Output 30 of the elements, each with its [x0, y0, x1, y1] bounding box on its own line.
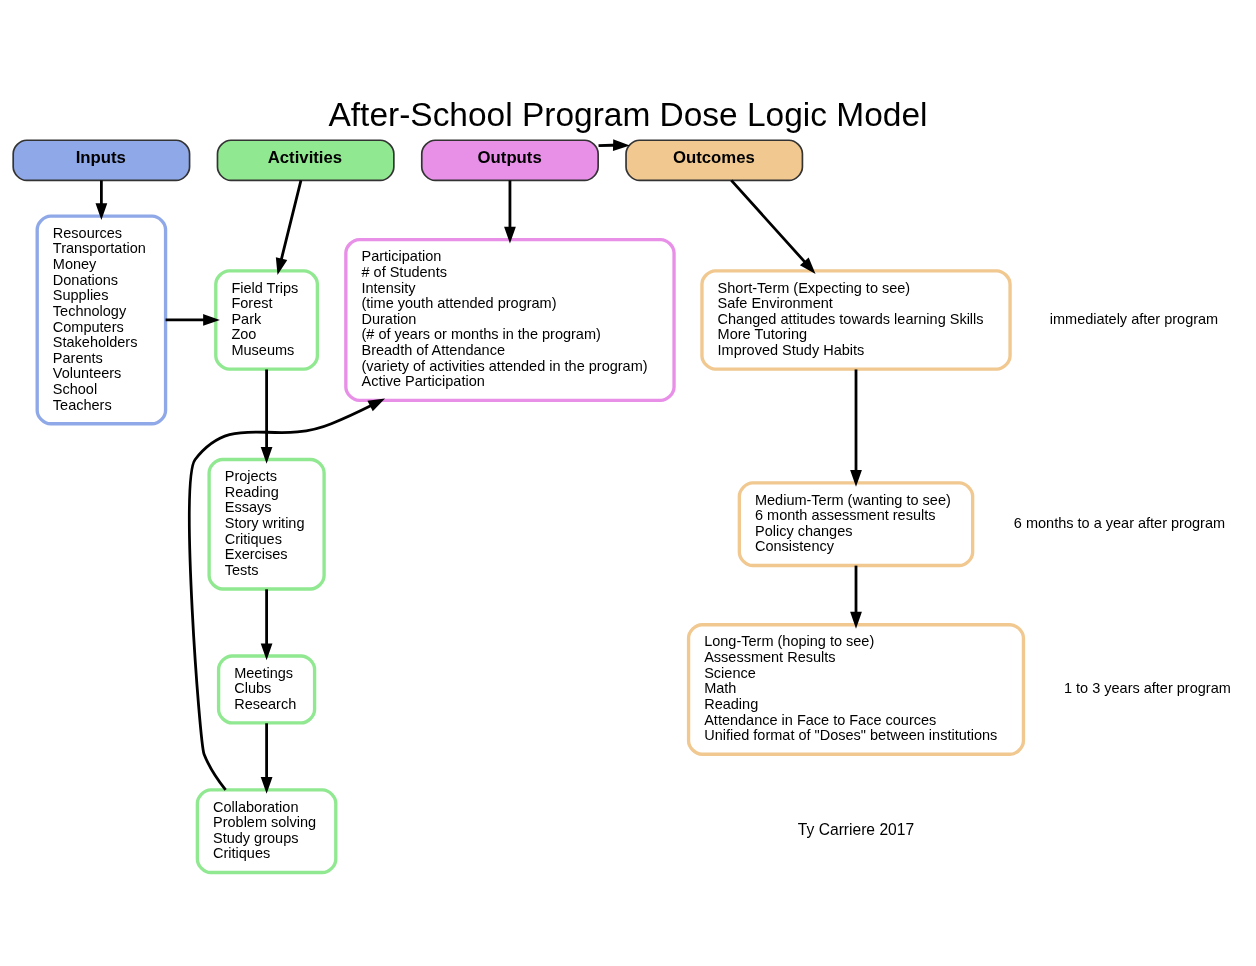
arrow — [95, 179, 108, 220]
arrow — [850, 565, 862, 629]
arrow — [275, 179, 303, 275]
node-box: Activities — [216, 138, 395, 181]
label: Ty Carriere 2017 — [797, 820, 915, 838]
arrow — [260, 588, 273, 660]
node-box: Inputs — [12, 138, 191, 181]
node-box: Collaboration Problem solving Study groups Critiques — [195, 787, 338, 874]
node-label: 6 months to a year after program — [1013, 514, 1226, 531]
node-box: Participation # of Students Intensity (time youth attended program) Duration (# of years or months in the program) Breadth of Attendance (variety of activities attended in the program) Active Participation — [344, 237, 676, 402]
arrow — [260, 368, 273, 464]
arrow — [504, 179, 516, 244]
node-box: Field Trips Forest Park Zoo Museums — [214, 268, 320, 371]
arrow — [850, 368, 862, 487]
node-box: Outputs — [420, 138, 599, 181]
node-label: immediately after program — [1049, 310, 1219, 327]
arrow — [730, 179, 816, 274]
node-box: Outcomes — [625, 138, 804, 181]
node-box: Long-Term (hoping to see) Assessment Results Science Math Reading Attendance in Face to Face cources Unified format of "Doses" between institutions — [686, 622, 1026, 756]
node-box: Meetings Clubs Research — [216, 653, 317, 725]
diagram-title: After-School Program Dose Logic Model — [328, 95, 928, 133]
node-box: Medium-Term (wanting to see) 6 month assessment results Policy changes Consistency — [737, 480, 975, 567]
arrow — [165, 313, 220, 326]
node-label: 1 to 3 years after program — [1063, 679, 1231, 696]
arrow — [598, 138, 630, 151]
arrow — [260, 722, 273, 794]
node-box: Short-Term (Expecting to see) Safe Environment Changed attitudes towards learning Skills More Tutoring Improved Study Habits — [700, 268, 1012, 371]
node-box: Projects Reading Essays Story writing Critiques Exercises Tests — [207, 457, 326, 591]
node-box: Resources Transportation Money Donations Supplies Technology Computers Stakeholders Parents Volunteers School Teachers — [35, 213, 168, 425]
arrow — [188, 397, 385, 791]
